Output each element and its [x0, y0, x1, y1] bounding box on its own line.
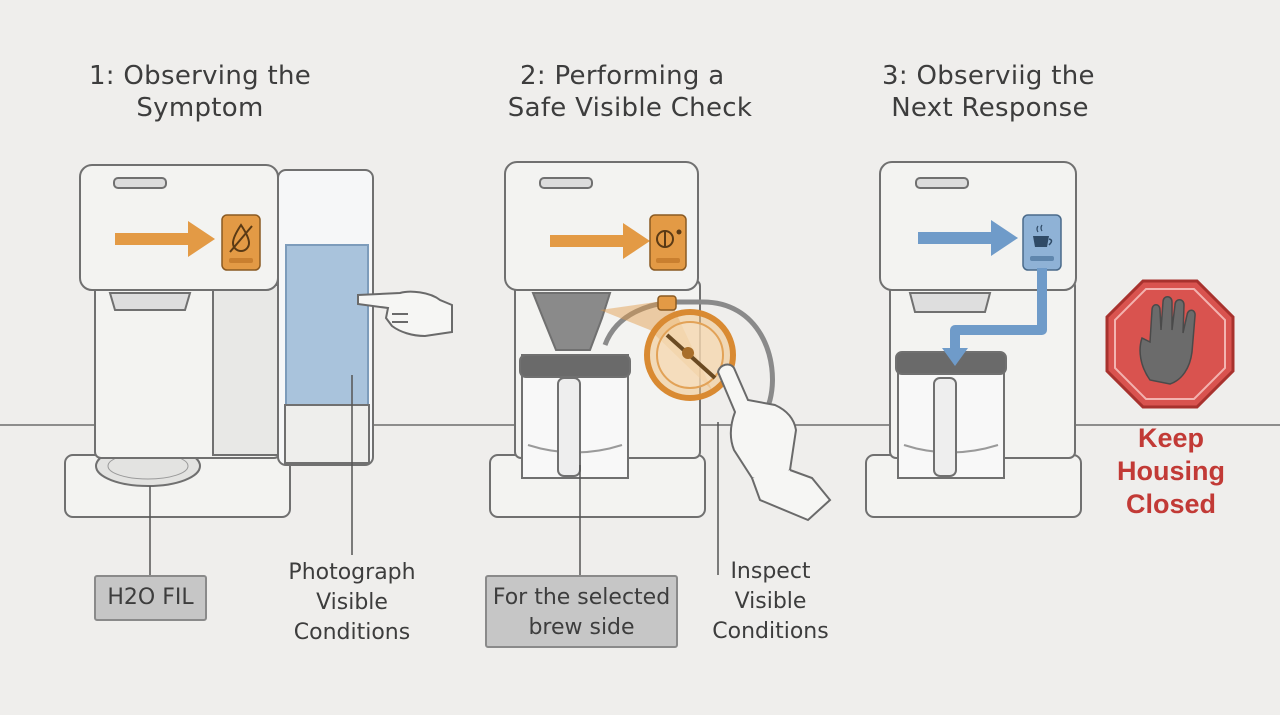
step-2-title: 2: Performing a Safe Visible Check: [495, 60, 765, 124]
step-1-title-line1: 1: Observing the: [88, 61, 312, 91]
orange-arrow-2: [550, 223, 650, 259]
inspect-line3: Conditions: [712, 619, 829, 644]
step-2-title-line2: Safe Visible Check: [507, 93, 753, 123]
valve-dial-icon: [649, 214, 687, 271]
h2o-fil-text: H2O FIL: [107, 585, 194, 610]
step-3-title-line2: Next Response: [891, 93, 1089, 123]
water-path-head: [942, 348, 968, 366]
orange-arrow-1: [115, 221, 215, 257]
photograph-callout: Photograph Visible Conditions: [272, 558, 432, 648]
step-3-title-line1: 3: Observiig the: [882, 61, 1095, 91]
pointing-hand-2: [716, 363, 832, 522]
stop-line3: Closed: [1125, 489, 1217, 519]
hand-stop-icon: [1105, 279, 1235, 409]
step-2-title-line1: 2: Performing a: [520, 61, 725, 91]
photograph-line1: Photograph: [288, 560, 416, 585]
stop-line2: Housing: [1117, 456, 1225, 486]
inspect-line2: Visible: [734, 589, 807, 614]
coffee-maker-1: [64, 164, 374, 518]
step-3-title: 3: Observiig the Next Response: [860, 60, 1120, 124]
step-1-title: 1: Observing the Symptom: [70, 60, 330, 124]
no-water-icon: [221, 214, 261, 271]
inspect-line1: Inspect: [730, 559, 811, 584]
step-1-title-line2: Symptom: [136, 93, 264, 123]
water-path-arrow: [950, 268, 1047, 355]
hose-fitting: [657, 295, 677, 311]
brew-side-line2: brew side: [528, 615, 635, 640]
keep-housing-closed-text: Keep Housing Closed: [1100, 422, 1242, 521]
brew-side-line1: For the selected: [492, 585, 671, 610]
photograph-line2: Visible: [316, 590, 388, 615]
brew-side-label: For the selected brew side: [485, 575, 678, 648]
h2o-fil-label: H2O FIL: [94, 575, 207, 621]
blue-arrow: [918, 220, 1018, 256]
magnifier-icon: [644, 309, 736, 401]
pointing-hand-1: [357, 290, 453, 338]
photograph-line3: Conditions: [293, 620, 411, 645]
inspect-callout: Inspect Visible Conditions: [698, 557, 843, 647]
stop-line1: Keep: [1137, 423, 1205, 453]
coffee-cup-icon: [1022, 214, 1062, 271]
